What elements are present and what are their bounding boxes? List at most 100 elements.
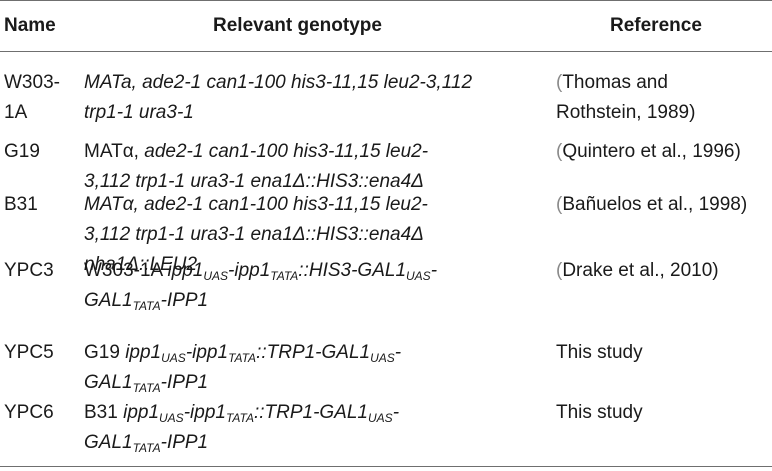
header-genotype: Relevant genotype xyxy=(213,15,382,36)
genotype-text: - xyxy=(430,260,438,281)
cell-reference[interactable]: (Drake et al., 2010) xyxy=(556,256,770,286)
genotype-subscript: UAS xyxy=(161,351,186,365)
reference-text[interactable]: Drake et al., 2010) xyxy=(562,260,719,281)
reference-link-line[interactable]: (Quintero et al., 1996) xyxy=(556,137,770,167)
reference-open-paren: ( xyxy=(556,260,563,281)
genotype-line: MATα, ade2-1 can1-100 his3-11,15 leu2- xyxy=(84,190,554,220)
genotype-text: -ipp1 xyxy=(228,260,271,281)
header-name: Name xyxy=(4,15,56,36)
genotype-line: GAL1TATA-IPP1 xyxy=(84,368,554,398)
genotype-text: GAL1 xyxy=(84,290,133,311)
reference-open-paren: ( xyxy=(556,194,563,215)
cell-genotype: W303-1A ipp1UAS-ipp1TATA::HIS3-GAL1UAS-G… xyxy=(84,256,554,316)
reference-link-line[interactable]: (Drake et al., 2010) xyxy=(556,256,770,286)
genotype-text: -IPP1 xyxy=(160,290,209,311)
cell-strain-name: G19 xyxy=(4,137,74,167)
strain-name-line: YPC5 xyxy=(4,342,54,363)
genotype-line: nha1Δ::LEU2 xyxy=(84,250,554,280)
genotype-subscript: TATA xyxy=(270,269,299,283)
genotype-line: MATα, ade2-1 can1-100 his3-11,15 leu2- xyxy=(84,137,554,167)
genotype-subscript: TATA xyxy=(225,411,254,425)
genotype-subscript: TATA xyxy=(132,441,161,455)
strain-name-line: W303- xyxy=(4,72,60,93)
cell-reference: This study xyxy=(556,338,770,368)
genotype-text: ipp1 xyxy=(123,402,160,423)
reference-text-line: This study xyxy=(556,398,770,428)
cell-strain-name: YPC6 xyxy=(4,398,74,428)
reference-link-line[interactable]: (Thomas and xyxy=(556,68,770,98)
reference-open-paren: ( xyxy=(556,72,563,93)
genotype-line: 3,112 trp1-1 ura3-1 ena1Δ::HIS3::ena4Δ xyxy=(84,220,554,250)
table-top-rule xyxy=(0,0,772,1)
genotype-text: MATα, xyxy=(84,141,145,162)
header-rule xyxy=(0,51,772,52)
cell-strain-name: W303- 1A xyxy=(4,68,74,128)
genotype-subscript: TATA xyxy=(228,351,257,365)
reference-text: This study xyxy=(556,342,643,363)
genotype-text: W303-1A xyxy=(84,260,168,281)
genotype-text: ::TRP1-GAL1 xyxy=(256,342,371,363)
reference-text[interactable]: Thomas and xyxy=(562,72,668,93)
reference-text[interactable]: Bañuelos et al., 1998) xyxy=(562,194,748,215)
cell-reference[interactable]: (Quintero et al., 1996) xyxy=(556,137,770,167)
genotype-text: -IPP1 xyxy=(160,432,209,453)
genotype-line: 3,112 trp1-1 ura3-1 ena1Δ::HIS3::ena4Δ xyxy=(84,167,554,197)
genotype-subscript: UAS xyxy=(159,411,184,425)
genotype-line: B31 ipp1UAS-ipp1TATA::TRP1-GAL1UAS- xyxy=(84,398,554,428)
genotype-text: ::HIS3-GAL1 xyxy=(298,260,407,281)
genotype-text: - xyxy=(392,402,400,423)
genotype-text: ipp1 xyxy=(125,342,162,363)
genotype-text: B31 xyxy=(84,402,124,423)
genotype-text: ::TRP1-GAL1 xyxy=(253,402,368,423)
genotype-line: W303-1A ipp1UAS-ipp1TATA::HIS3-GAL1UAS- xyxy=(84,256,554,286)
cell-reference[interactable]: (Bañuelos et al., 1998) xyxy=(556,190,770,220)
genotype-text: -ipp1 xyxy=(185,342,229,363)
header-reference: Reference xyxy=(610,15,702,36)
reference-text: This study xyxy=(556,402,643,423)
reference-text-line: This study xyxy=(556,338,770,368)
genotype-text: 3,112 trp1-1 ura3-1 ena1Δ::HIS3::ena4Δ xyxy=(84,224,424,245)
cell-genotype: G19 ipp1UAS-ipp1TATA::TRP1-GAL1UAS-GAL1T… xyxy=(84,338,554,398)
genotype-text: - xyxy=(394,342,402,363)
cell-strain-name: YPC3 xyxy=(4,256,74,286)
genotype-line: GAL1TATA-IPP1 xyxy=(84,428,554,458)
table-bottom-rule xyxy=(0,466,772,467)
genotype-subscript: UAS xyxy=(370,351,395,365)
cell-genotype: MATα, ade2-1 can1-100 his3-11,15 leu2- 3,… xyxy=(84,137,554,197)
cell-strain-name: YPC5 xyxy=(4,338,74,368)
reference-text[interactable]: Rothstein, 1989) xyxy=(556,102,696,123)
reference-link-line[interactable]: Rothstein, 1989) xyxy=(556,98,770,128)
genotype-text: nha1Δ::LEU2 xyxy=(84,254,198,275)
strain-name-line: G19 xyxy=(4,141,40,162)
cell-reference: This study xyxy=(556,398,770,428)
strain-name-line: YPC6 xyxy=(4,402,54,423)
genotype-subscript: TATA xyxy=(132,381,161,395)
genotype-text: GAL1 xyxy=(84,432,133,453)
genotype-subscript: UAS xyxy=(368,411,393,425)
cell-genotype: B31 ipp1UAS-ipp1TATA::TRP1-GAL1UAS-GAL1T… xyxy=(84,398,554,458)
genotype-text: G19 xyxy=(84,342,126,363)
reference-text[interactable]: Quintero et al., 1996) xyxy=(562,141,741,162)
genotype-text: trp1-1 ura3-1 xyxy=(84,102,194,123)
genotype-text: ade2-1 can1-100 his3-11,15 leu2- xyxy=(144,141,429,162)
genotype-text: -IPP1 xyxy=(160,372,209,393)
genotype-text: MATa, ade2-1 can1-100 his3-11,15 leu2-3,… xyxy=(84,72,473,93)
genotype-line: MATa, ade2-1 can1-100 his3-11,15 leu2-3,… xyxy=(84,68,554,98)
genotype-subscript: UAS xyxy=(406,269,431,283)
cell-genotype: MATα, ade2-1 can1-100 his3-11,15 leu2- 3,… xyxy=(84,190,554,280)
genotype-line: trp1-1 ura3-1 xyxy=(84,98,554,128)
genotype-subscript: TATA xyxy=(132,299,161,313)
reference-open-paren: ( xyxy=(556,141,563,162)
strain-name-line: 1A xyxy=(4,102,28,123)
genotype-text: 3,112 trp1-1 ura3-1 ena1Δ::HIS3::ena4Δ xyxy=(84,171,424,192)
genotype-text: GAL1 xyxy=(84,372,133,393)
cell-strain-name: B31 xyxy=(4,190,74,220)
reference-link-line[interactable]: (Bañuelos et al., 1998) xyxy=(556,190,770,220)
genotype-text: MATα, ade2-1 can1-100 his3-11,15 leu2- xyxy=(84,194,428,215)
strain-name-line: B31 xyxy=(4,194,38,215)
genotype-text: ipp1 xyxy=(167,260,204,281)
genotype-subscript: UAS xyxy=(203,269,229,283)
strain-name-line: YPC3 xyxy=(4,260,54,281)
